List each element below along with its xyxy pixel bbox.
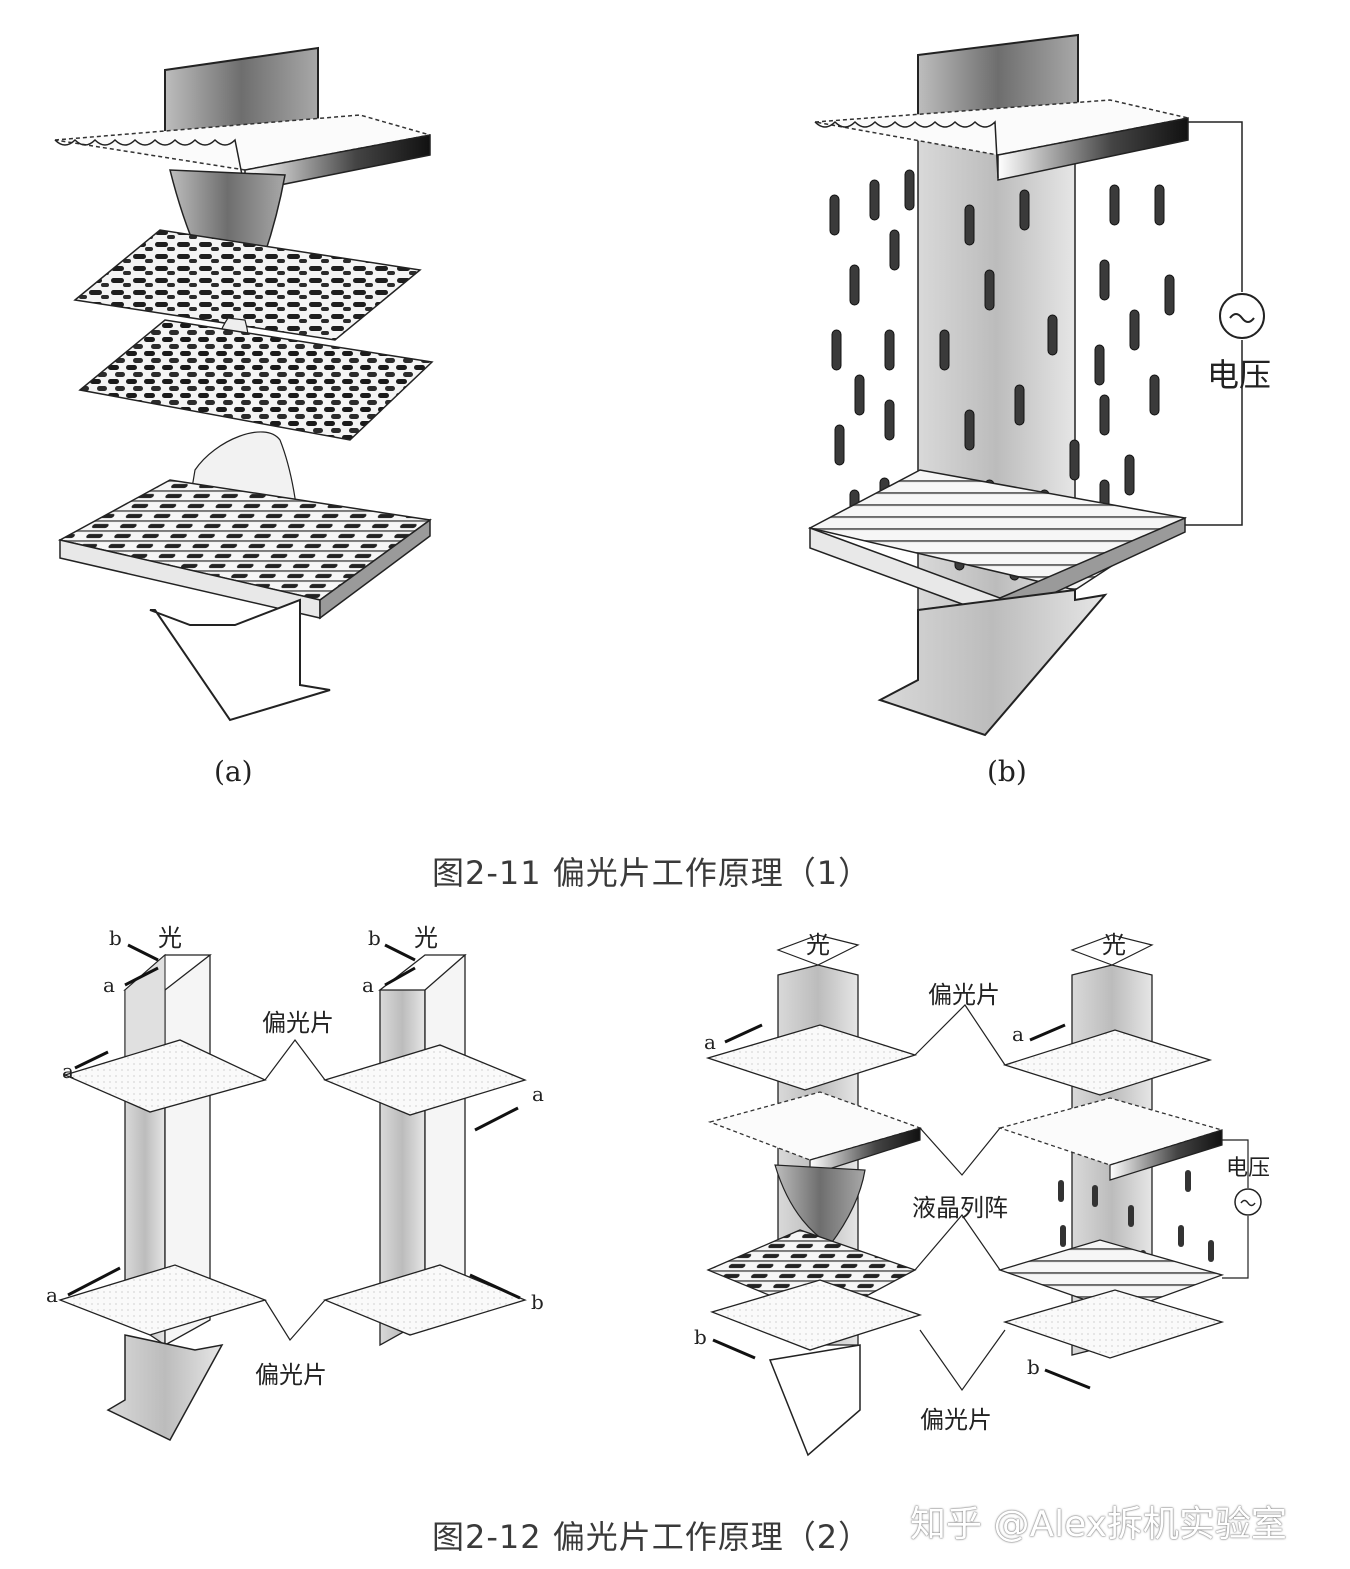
polarizer-label-bottom-left: 偏光片: [255, 1361, 327, 1389]
polarizer-off-bottom: [709, 1279, 923, 1351]
figure1-panel-a: [54, 46, 434, 722]
lc-layer-2: [78, 319, 434, 441]
light-exit-arrow-left: [106, 1334, 224, 1441]
polarizer-on-top: [1002, 1029, 1213, 1096]
panel-b-label: (b): [987, 755, 1027, 788]
circuit-wire-bottom: [1185, 340, 1243, 526]
axis-mark: b: [531, 1290, 544, 1314]
polarizer-left-bottom: [58, 1264, 267, 1336]
light-label-right-1: 光: [806, 931, 830, 959]
axis-mark: a: [103, 973, 115, 997]
polarizer-on-bottom: [1002, 1289, 1225, 1359]
axis-mark: a: [62, 1059, 74, 1083]
light-label-left-2: 光: [414, 924, 438, 952]
axis-mark: a: [704, 1030, 716, 1054]
lc-layer-1: [73, 229, 422, 341]
voltage-label-small: 电压: [1226, 1156, 1271, 1181]
voltage-label: 电压: [1207, 356, 1272, 394]
axis-mark: b: [368, 926, 381, 950]
polarizer-label-top-left: 偏光片: [262, 1009, 334, 1037]
light-label-right-2: 光: [1102, 931, 1126, 959]
light-exit-arrow-a: [149, 598, 331, 722]
light-exit-arrow-right: [768, 1344, 861, 1457]
figure2-left-diagram: [58, 943, 527, 1441]
panel-a-label: (a): [214, 755, 253, 788]
polarizer-right-bottom: [323, 1264, 527, 1336]
polarizer-label-top-right: 偏光片: [928, 981, 1000, 1009]
polarizer-right-top: [323, 1044, 527, 1116]
axis-mark: b: [694, 1325, 707, 1349]
circuit-wire-top: [1188, 121, 1243, 292]
glass-plate-top-b: [814, 99, 1189, 156]
figure-caption-2: 图2-12 偏光片工作原理（2）: [432, 1518, 872, 1556]
watermark: 知乎 @Alex拆机实验室: [910, 1504, 1287, 1545]
polarizer-left-top: [63, 1039, 267, 1113]
axis-mark: b: [109, 926, 122, 950]
axis-mark: a: [46, 1283, 58, 1307]
polarizer-label-bottom-right: 偏光片: [920, 1406, 992, 1434]
lc-array-label: 液晶列阵: [912, 1194, 1008, 1222]
axis-mark: a: [362, 973, 374, 997]
axis-mark: a: [1012, 1022, 1024, 1046]
light-label-left-1: 光: [158, 924, 182, 952]
figure-caption-1: 图2-11 偏光片工作原理（1）: [432, 854, 872, 892]
axis-mark: b: [1027, 1355, 1040, 1379]
light-exit-arrow-b: [877, 588, 1108, 737]
ac-source-icon: [1219, 293, 1265, 339]
axis-mark: a: [532, 1082, 544, 1106]
figure1-panel-b: [807, 33, 1265, 737]
figure2-right-diagram: [705, 934, 1262, 1457]
lc-array-on: [997, 1239, 1225, 1313]
